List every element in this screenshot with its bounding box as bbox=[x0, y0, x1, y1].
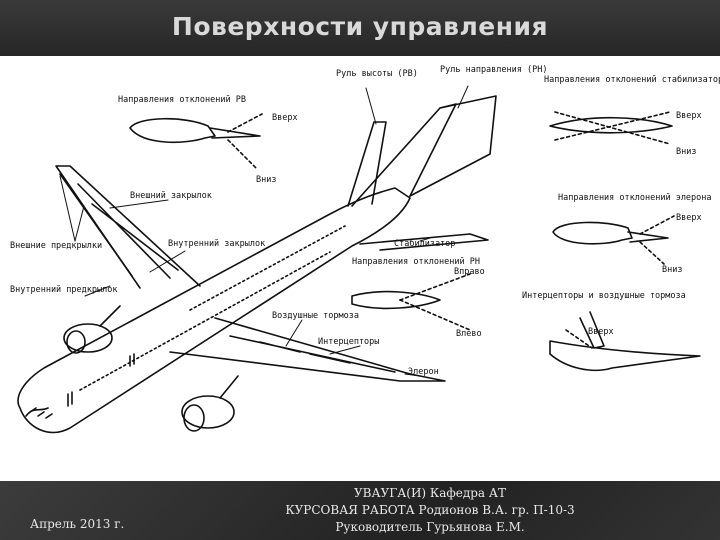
rudder-deflection-inset bbox=[351, 273, 471, 331]
label-stabilizer-down: Вниз bbox=[676, 147, 696, 157]
engine-right-intake bbox=[183, 404, 205, 432]
label-aileron-up: Вверх bbox=[676, 213, 702, 223]
label-stabilizer: Стабилизатор bbox=[394, 238, 455, 249]
diagram-svg: Руль высоты (РВ) Руль направления (РН) Н… bbox=[10, 65, 720, 434]
footer-line-supervisor: Руководитель Гурьянова Е.М. bbox=[335, 520, 525, 534]
label-stabilizer-up: Вверх bbox=[676, 111, 702, 121]
fuselage-nose bbox=[25, 407, 49, 417]
stabilizer-down-line bbox=[554, 111, 671, 145]
elevator-up-arrow bbox=[227, 113, 263, 133]
spoiler-panel bbox=[579, 311, 605, 349]
footer-date: Апрель 2013 г. bbox=[30, 517, 125, 531]
label-aileron-down: Вниз bbox=[662, 265, 682, 275]
spoilers-inset bbox=[549, 311, 701, 372]
aircraft-control-surfaces-diagram: Руль высоты (РВ) Руль направления (РН) Н… bbox=[0, 56, 720, 481]
label-inner-flap: Внутренний закрылок bbox=[168, 239, 265, 249]
left-wing-flaps bbox=[77, 183, 179, 279]
right-wing-spoilers bbox=[229, 335, 396, 373]
label-rv-up: Вверх bbox=[272, 113, 298, 123]
rudder bbox=[409, 95, 497, 197]
elevator-down-arrow bbox=[227, 139, 257, 169]
aileron-deflection-inset bbox=[552, 215, 675, 265]
label-rn-right: Вправо bbox=[454, 267, 485, 277]
label-inner-slat: Внутренний предкрылок bbox=[10, 285, 117, 295]
aileron-up-arrow bbox=[639, 215, 675, 235]
rudder-right-line bbox=[399, 273, 471, 301]
elevator-airfoil bbox=[129, 117, 216, 144]
label-aileron-directions: Направления отклонений элерона bbox=[558, 193, 712, 203]
spoiler-wing-section bbox=[549, 340, 701, 372]
vertical-tail bbox=[351, 103, 457, 207]
label-stabilizer-directions: Направления отклонений стабилизатора bbox=[544, 74, 720, 85]
footer-line-coursework: КУРСОВАЯ РАБОТА Родионов В.А. гр. П-10-3 bbox=[285, 503, 575, 517]
label-aileron: Элерон bbox=[408, 367, 439, 377]
stabilizer-airfoil bbox=[549, 116, 673, 134]
title-bar: Поверхности управления bbox=[0, 0, 720, 56]
rudder-left-line bbox=[399, 299, 471, 331]
engine-left-pylon bbox=[99, 305, 121, 327]
footer-credits: УВАУГА(И) Кафедра АТ КУРСОВАЯ РАБОТА Род… bbox=[240, 485, 620, 536]
label-spoiler-up: Вверх bbox=[588, 327, 614, 337]
door-mid bbox=[129, 353, 135, 367]
aileron-surface bbox=[627, 231, 669, 243]
label-airbrakes: Воздушные тормоза bbox=[272, 311, 359, 321]
engine-left-intake bbox=[66, 330, 86, 354]
diagram-labels: Руль высоты (РВ) Руль направления (РН) Н… bbox=[10, 65, 720, 377]
stabilizer-deflection-inset bbox=[549, 111, 673, 145]
door-front bbox=[67, 391, 73, 407]
label-rn-directions: Направления отклонений РН bbox=[352, 257, 480, 267]
engine-left-nacelle bbox=[63, 323, 113, 353]
left-wing-slats bbox=[59, 173, 133, 277]
window-row-rear bbox=[189, 225, 346, 311]
spoiler-panel-2 bbox=[565, 329, 593, 349]
elevator-surface bbox=[209, 127, 261, 139]
footer-line-department: УВАУГА(И) Кафедра АТ bbox=[354, 486, 506, 500]
aileron-airfoil bbox=[552, 221, 633, 245]
horizontal-stabilizer bbox=[347, 121, 489, 251]
label-spoilers-airbrakes: Интерцепторы и воздушные тормоза bbox=[522, 291, 686, 301]
engine-right-nacelle bbox=[181, 395, 235, 429]
rudder-surface bbox=[351, 290, 441, 310]
label-elevator: Руль высоты (РВ) bbox=[336, 69, 418, 79]
label-spoilers: Интерцепторы bbox=[318, 337, 379, 347]
elevator-deflection-inset bbox=[129, 113, 263, 169]
label-outer-slats: Внешние предкрылки bbox=[10, 241, 102, 251]
label-rn-left: Влево bbox=[456, 329, 482, 339]
label-outer-flap: Внешний закрылок bbox=[130, 191, 212, 201]
label-rv-down: Вниз bbox=[256, 175, 276, 185]
stabilizer-up-line bbox=[554, 111, 671, 141]
window-row-front bbox=[79, 251, 331, 391]
label-rudder: Руль направления (РН) bbox=[440, 65, 547, 75]
engine-right-pylon bbox=[219, 375, 239, 399]
label-rv-directions: Направления отклонений РВ bbox=[118, 95, 246, 105]
slide-title: Поверхности управления bbox=[171, 12, 549, 41]
leader-lines bbox=[59, 85, 469, 377]
cockpit-windows bbox=[29, 407, 53, 419]
aircraft-drawing bbox=[17, 95, 497, 434]
footer: Апрель 2013 г. УВАУГА(И) Кафедра АТ КУРС… bbox=[0, 481, 720, 540]
fuselage-outline bbox=[17, 187, 411, 434]
wing-right bbox=[169, 317, 446, 382]
aileron-down-arrow bbox=[639, 241, 665, 265]
